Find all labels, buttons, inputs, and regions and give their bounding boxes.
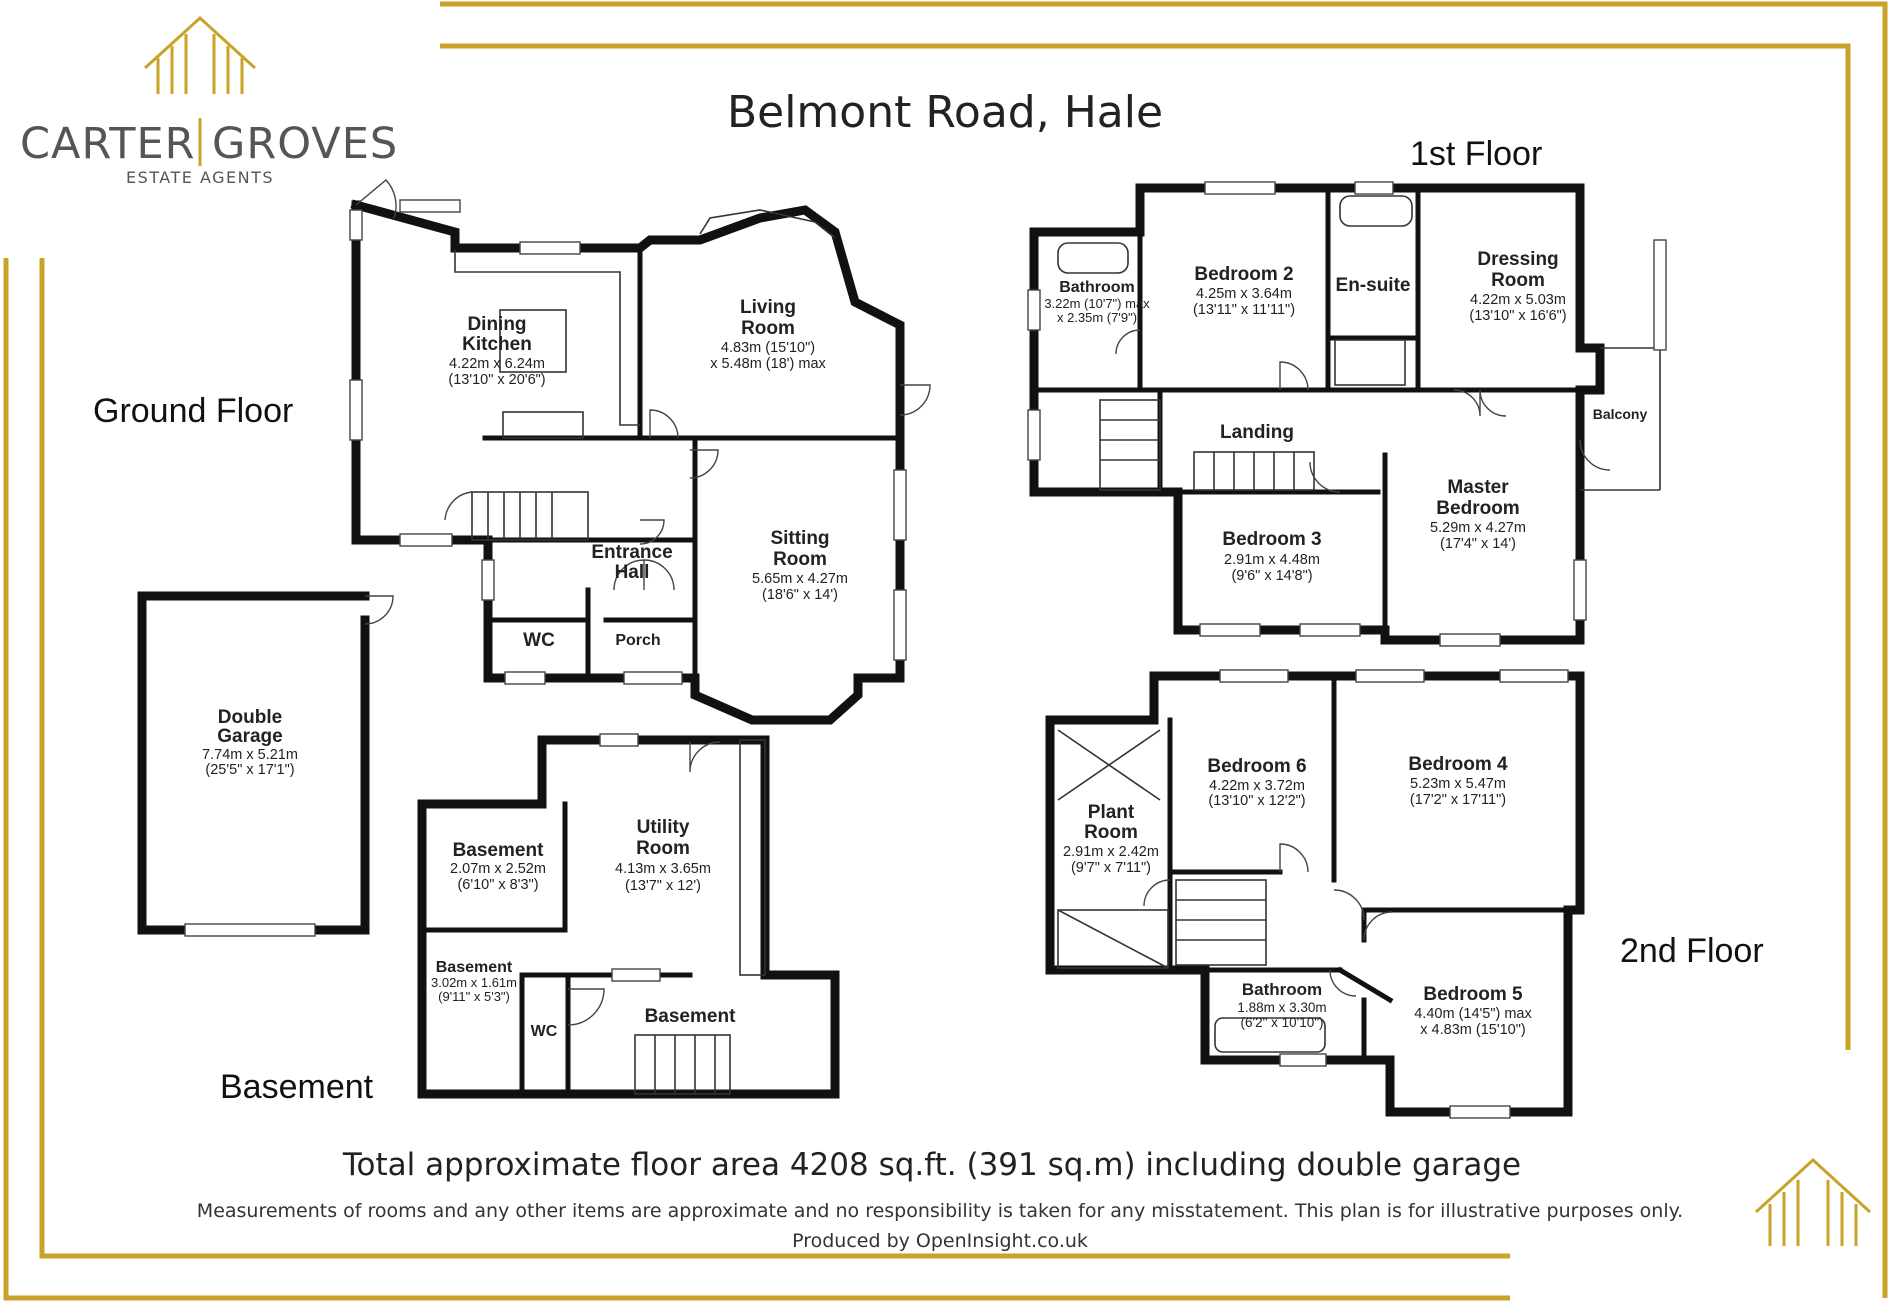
bedroom-4-dim-2: (17'2" x 17'11") (1410, 792, 1506, 808)
floor-label-first: 1st Floor (1410, 135, 1542, 173)
entrance-hall-name-2: Hall (615, 562, 650, 583)
total-floor-area: Total approximate floor area 4208 sq.ft.… (342, 1147, 1521, 1183)
living-room-name-2: Room (741, 318, 795, 339)
dressing-room-dim-1: 4.22m x 5.03m (1470, 292, 1566, 308)
entrance-hall-name-1: Entrance (591, 542, 672, 563)
bedroom-2-name: Bedroom 2 (1194, 264, 1293, 285)
living-room-dim-1: 4.83m (15'10") (721, 340, 815, 356)
corner-house-icon (1754, 1157, 1872, 1246)
first-bathroom-dim-1: 3.22m (10'7") max (1044, 296, 1150, 311)
bedroom-6-name: Bedroom 6 (1207, 756, 1306, 777)
bedroom-6-dim-1: 4.22m x 3.72m (1209, 778, 1305, 794)
basement-store-2-name: Basement (436, 959, 513, 976)
basement-store-2-dim-1: 3.02m x 1.61m (431, 975, 517, 990)
second-bathroom-name: Bathroom (1242, 980, 1322, 999)
second-bathroom-dim-1: 1.88m x 3.30m (1237, 1000, 1326, 1015)
bedroom-5-name: Bedroom 5 (1423, 984, 1523, 1005)
dining-kitchen-name-2: Kitchen (462, 334, 532, 355)
garage-dim-1: 7.74m x 5.21m (202, 747, 298, 763)
basement-store-2-dim-2: (9'11" x 5'3") (438, 989, 510, 1004)
sitting-room-name-2: Room (773, 549, 827, 570)
basement-plan (417, 733, 840, 1099)
dressing-room-dim-2: (13'10" x 16'6") (1469, 308, 1566, 324)
dining-kitchen-dim-2: (13'10" x 20'6") (448, 372, 545, 388)
house-icon (143, 15, 257, 166)
utility-room-name-1: Utility (637, 817, 690, 838)
sitting-room-name-1: Sitting (770, 528, 829, 549)
master-bedroom-dim-1: 5.29m x 4.27m (1430, 520, 1526, 536)
plant-room-dim-2: (9'7" x 7'11") (1071, 860, 1151, 876)
basement-main-name: Basement (645, 1006, 736, 1027)
gold-frame (3, 1, 1888, 1301)
porch-name: Porch (615, 632, 660, 649)
page-title: Belmont Road, Hale (727, 87, 1163, 138)
second-floor-plan (1045, 669, 1585, 1119)
utility-room-dim-1: 4.13m x 3.65m (615, 861, 711, 877)
living-room-dim-2: x 5.48m (18') max (710, 356, 826, 372)
plant-room-name-2: Room (1084, 822, 1138, 843)
brand-name-right: GROVES (212, 119, 398, 169)
sitting-room-dim-1: 5.65m x 4.27m (752, 571, 848, 587)
bedroom-3-dim-2: (9'6" x 14'8") (1231, 568, 1312, 584)
first-bathroom-dim-2: x 2.35m (7'9") (1057, 310, 1137, 325)
master-bedroom-name-2: Bedroom (1436, 498, 1519, 519)
floor-label-ground: Ground Floor (93, 392, 293, 430)
living-room-name-1: Living (740, 297, 796, 318)
plant-room-name-1: Plant (1088, 802, 1135, 823)
floor-label-basement: Basement (220, 1068, 374, 1106)
garage-dim-2: (25'5" x 17'1") (205, 762, 294, 778)
bedroom-2-dim-2: (13'11" x 11'11") (1193, 302, 1295, 318)
basement-store-1-dim-2: (6'10" x 8'3") (457, 877, 538, 893)
first-floor-plan (1027, 181, 1667, 647)
utility-room-name-2: Room (636, 838, 690, 859)
balcony-name: Balcony (1593, 406, 1648, 422)
dressing-room-name-1: Dressing (1477, 249, 1558, 270)
bedroom-4-name: Bedroom 4 (1408, 754, 1508, 775)
bedroom-2-dim-1: 4.25m x 3.64m (1196, 286, 1292, 302)
utility-room-dim-2: (13'7" x 12') (625, 878, 701, 894)
basement-wc-name: WC (531, 1023, 558, 1040)
master-bedroom-name-1: Master (1447, 477, 1509, 498)
brand-tagline: ESTATE AGENTS (126, 168, 274, 187)
master-bedroom-dim-2: (17'4" x 14') (1440, 536, 1516, 552)
first-bathroom-name: Bathroom (1059, 279, 1135, 296)
bedroom-5-dim-1: 4.40m (14'5") max (1414, 1006, 1532, 1022)
bedroom-5-dim-2: x 4.83m (15'10") (1420, 1022, 1525, 1038)
dining-kitchen-dim-1: 4.22m x 6.24m (449, 356, 545, 372)
producer-credit: Produced by OpenInsight.co.uk (792, 1230, 1088, 1252)
en-suite-name: En-suite (1336, 275, 1411, 296)
bedroom-3-dim-1: 2.91m x 4.48m (1224, 552, 1320, 568)
bedroom-6-dim-2: (13'10" x 12'2") (1208, 793, 1305, 809)
plant-room-dim-1: 2.91m x 2.42m (1063, 844, 1159, 860)
dressing-room-name-2: Room (1491, 270, 1545, 291)
landing-name: Landing (1220, 422, 1294, 443)
garage-name-1: Double (218, 707, 282, 728)
brand-name-left: CARTER (20, 119, 196, 169)
basement-store-1-dim-1: 2.07m x 2.52m (450, 861, 546, 877)
carter-groves-logo: CARTER GROVES ESTATE AGENTS (20, 15, 398, 187)
bedroom-3-name: Bedroom 3 (1222, 529, 1321, 550)
dining-kitchen-name-1: Dining (467, 314, 526, 335)
disclaimer-text: Measurements of rooms and any other item… (197, 1200, 1683, 1222)
floor-label-second: 2nd Floor (1620, 932, 1764, 970)
ground-floor-plan (137, 179, 931, 937)
basement-store-1-name: Basement (453, 840, 544, 861)
ground-wc-name: WC (523, 630, 555, 651)
second-bathroom-dim-2: (6'2" x 10'10") (1240, 1015, 1323, 1030)
sitting-room-dim-2: (18'6" x 14') (762, 587, 838, 603)
garage-name-2: Garage (217, 726, 282, 747)
bedroom-4-dim-1: 5.23m x 5.47m (1410, 776, 1506, 792)
